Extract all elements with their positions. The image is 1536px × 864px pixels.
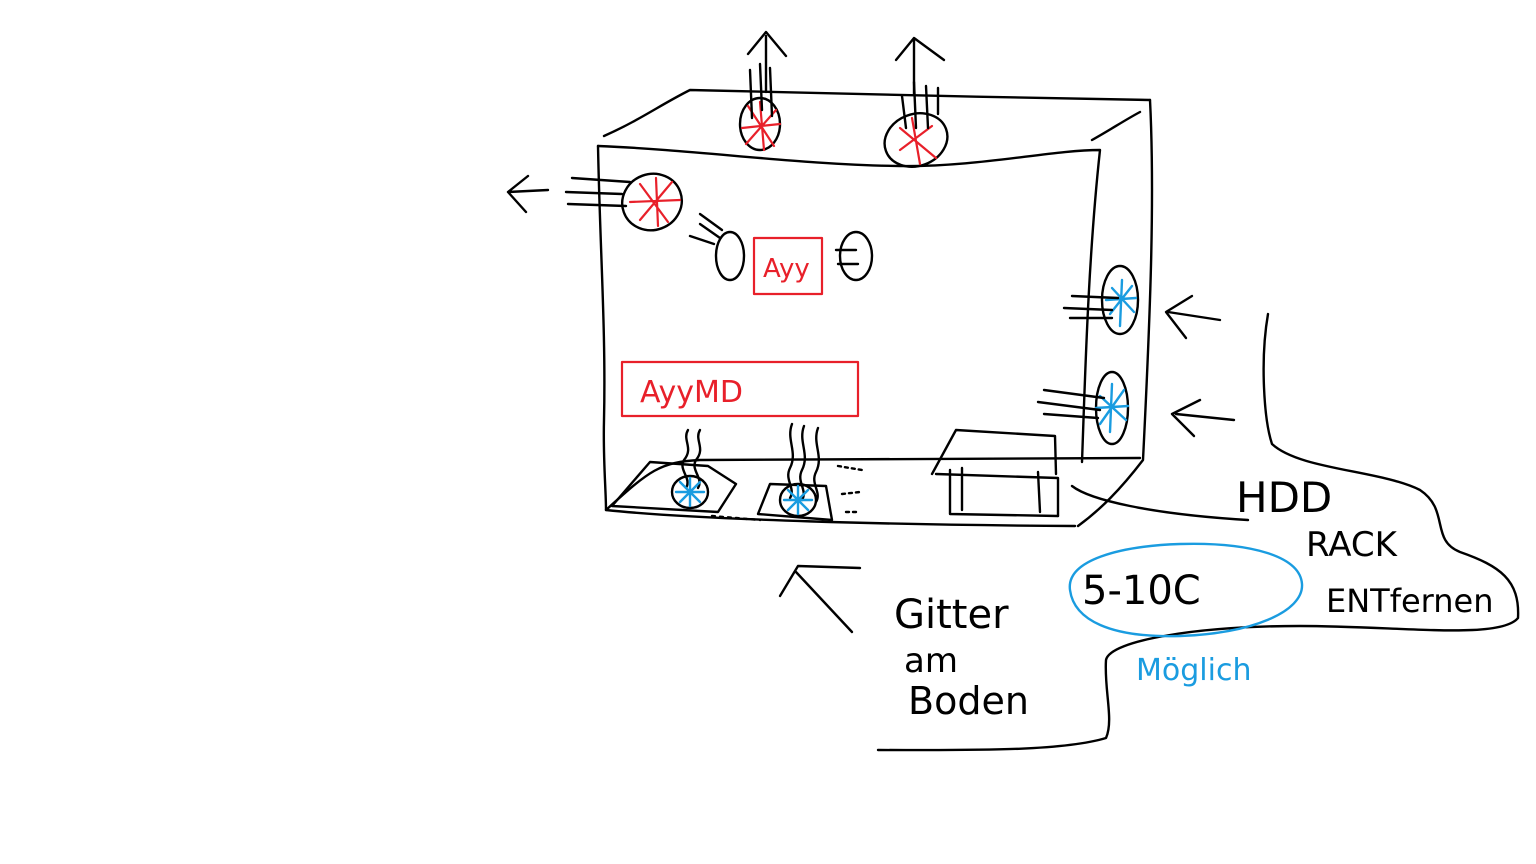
- floor-grille-label-am: am: [904, 641, 958, 681]
- top-exhaust-fan-front: [738, 62, 782, 152]
- front-intake-arrow-icon-2: [1170, 398, 1236, 438]
- top-exhaust-arrow-icon-1: [746, 30, 788, 94]
- cpu-label: Ayy: [763, 254, 810, 284]
- hdd-rack: [930, 428, 1060, 518]
- pc-case-outline: [596, 88, 1154, 528]
- possible-label: Möglich: [1136, 653, 1251, 688]
- front-intake-fan-lower: [1036, 370, 1130, 446]
- cpu-chip: Ayy: [752, 236, 824, 296]
- gpu-heat-waves: [681, 422, 821, 504]
- top-exhaust-fan-rear: [883, 80, 949, 168]
- hdd-rack-callout-outline: [876, 312, 1520, 752]
- gpu-card: AyyMD: [620, 360, 860, 418]
- drive-cage-label: 5-10C: [1082, 568, 1201, 614]
- drive-cage-circle: [1068, 542, 1304, 638]
- bottom-intake-fan-right: [756, 464, 864, 522]
- top-exhaust-arrow-icon-2: [894, 36, 946, 96]
- hdd-label: HDD: [1236, 473, 1332, 522]
- rack-label: RACK: [1306, 525, 1399, 565]
- front-intake-arrow-icon-1: [1164, 294, 1222, 340]
- rear-exhaust-arrow-icon: [506, 174, 550, 214]
- front-intake-fan-upper: [1062, 264, 1140, 336]
- remove-label: ENTfernen: [1326, 582, 1494, 620]
- floor-grille-label-boden: Boden: [908, 679, 1029, 723]
- floor-intake-arrow-icon: [778, 564, 862, 634]
- rear-exhaust-fan: [564, 172, 683, 232]
- bottom-intake-fan-left: [610, 460, 762, 522]
- floor-grille-label: Gitter: [894, 592, 1009, 638]
- gpu-label: AyyMD: [640, 375, 743, 410]
- cpu-cooler: [688, 212, 874, 282]
